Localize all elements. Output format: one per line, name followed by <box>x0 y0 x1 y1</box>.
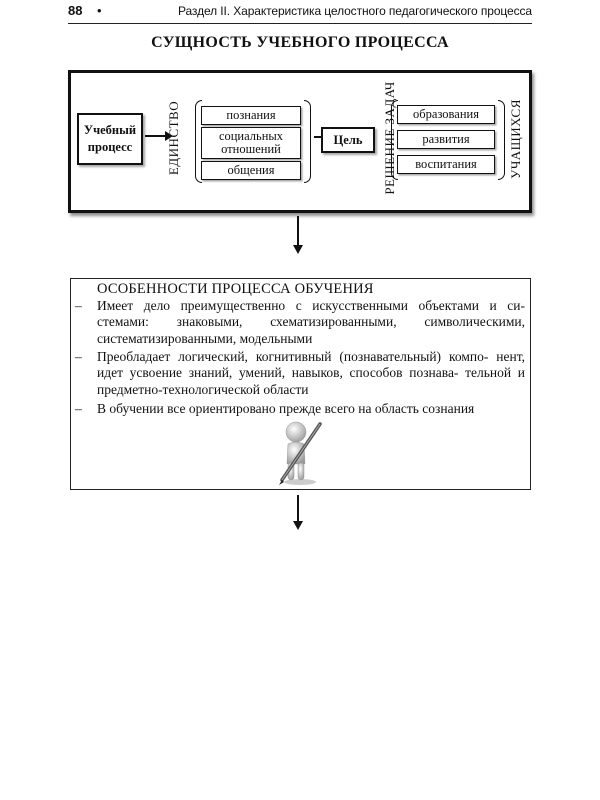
left-brace <box>195 100 202 183</box>
process-diagram: Учебный процесс ЕДИНСТВО познания социал… <box>68 70 532 213</box>
arrow-down-icon <box>293 521 303 530</box>
feature-item: Имеет дело преимущественно с искусственн… <box>97 298 525 346</box>
task-item-development: развития <box>397 130 495 149</box>
unity-item-communication: общения <box>201 161 301 180</box>
right-brace <box>304 100 311 183</box>
header-rule <box>68 23 532 24</box>
bullet-dash: – <box>75 349 82 364</box>
page-number: 88 <box>68 3 83 18</box>
bullet-dash: – <box>75 298 82 313</box>
feature-item: В обучении все ориентировано прежде всег… <box>97 401 475 416</box>
task-item-upbringing: воспитания <box>397 155 495 174</box>
task-item-education: образования <box>397 105 495 124</box>
learning-process-label: Учебный процесс <box>83 123 137 154</box>
left-brace <box>391 100 398 180</box>
learning-process-box: Учебный процесс <box>77 113 143 165</box>
arrow-down-icon <box>293 245 303 254</box>
bullet-dash: – <box>75 401 82 416</box>
feature-item: Преобладает логический, когнитивный (поз… <box>97 349 525 397</box>
unity-item-social-relations: социальных отношений <box>201 127 301 159</box>
page-title: СУЩНОСТЬ УЧЕБНОГО ПРОЦЕССА <box>151 34 449 51</box>
right-brace <box>498 100 505 180</box>
figure-with-pen-illustration <box>279 421 322 485</box>
arrow-right-icon <box>145 131 173 141</box>
goal-label: Цель <box>333 132 363 147</box>
goal-box: Цель <box>321 127 375 153</box>
arrow-down-line <box>297 216 299 246</box>
features-heading: ОСОБЕННОСТИ ПРОЦЕССА ОБУЧЕНИЯ <box>97 281 374 297</box>
unity-item-cognition: познания <box>201 106 301 125</box>
unity-label: ЕДИНСТВО <box>166 100 181 176</box>
running-header: Раздел II. Характеристика целостного пед… <box>177 4 532 18</box>
students-label: УЧАЩИХСЯ <box>508 99 523 179</box>
header-separator: • <box>97 3 102 18</box>
features-box <box>70 278 531 490</box>
arrow-down-line <box>297 495 299 522</box>
